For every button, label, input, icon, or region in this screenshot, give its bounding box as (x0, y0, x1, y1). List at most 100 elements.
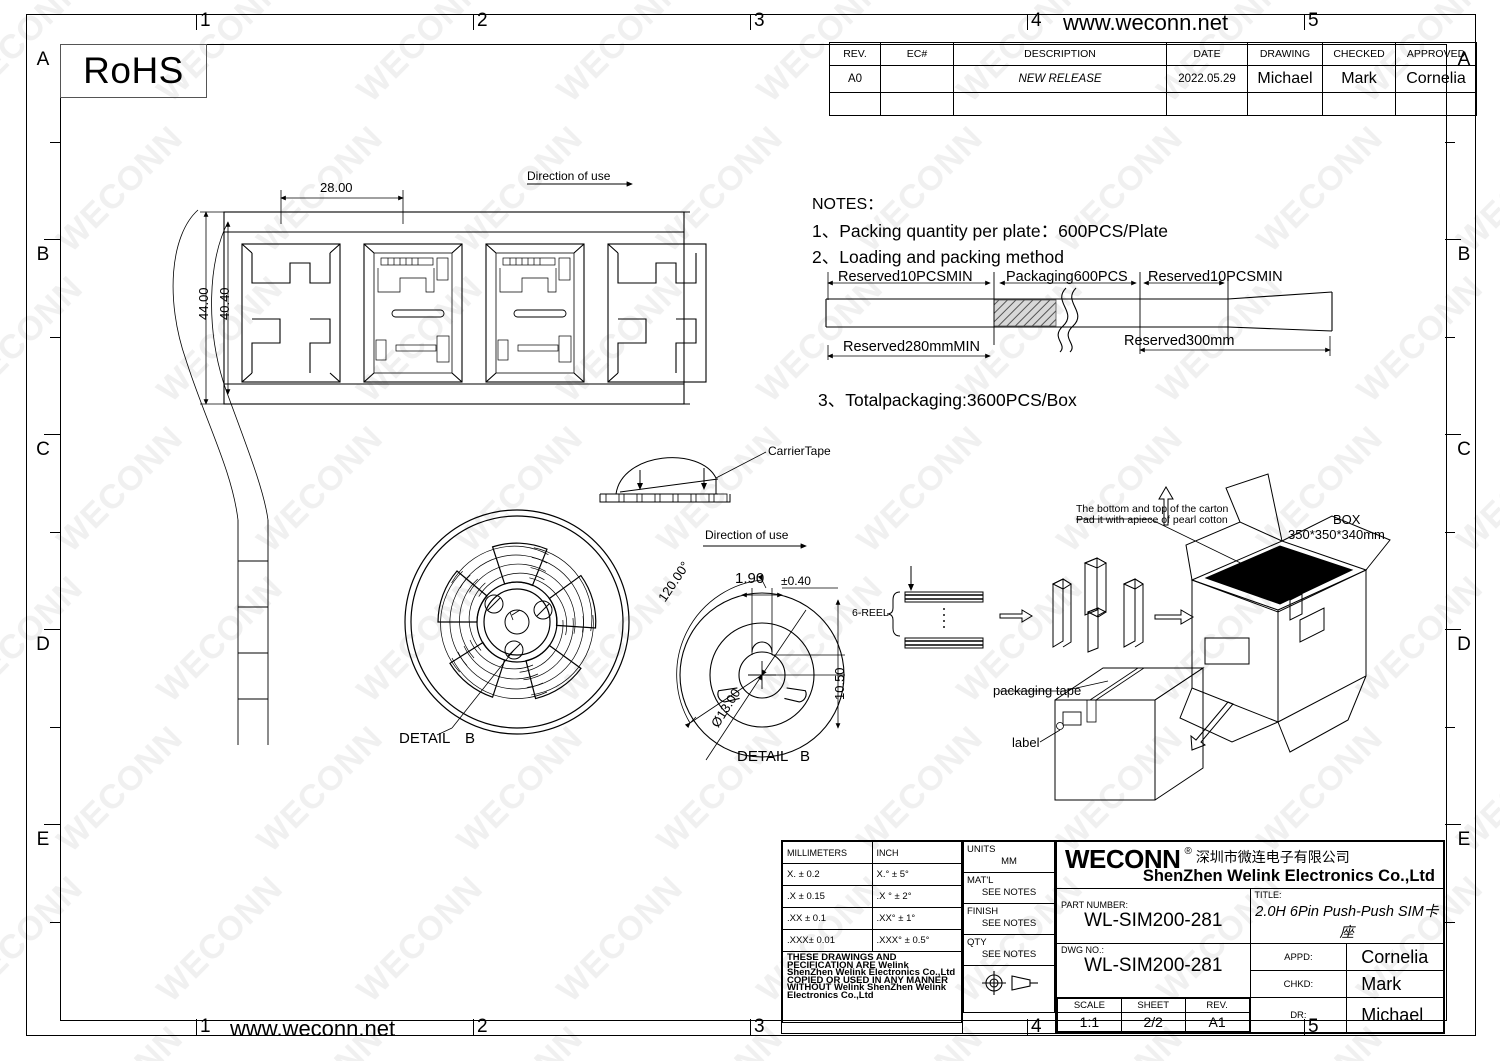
finish-value: SEE NOTES (981, 918, 1037, 929)
title-cell: TITLE: 2.0H 6Pin Push-Push SIM卡座 (1249, 888, 1444, 944)
units-value: MM (1001, 856, 1017, 867)
zone-number-tick (473, 1019, 474, 1035)
scale-label: SCALE (1057, 998, 1122, 1013)
company-header: WECONN ® 深圳市微连电子有限公司 ShenZhen Welink Ele… (1056, 841, 1444, 889)
note-item-2: 2、Loading and packing method (812, 247, 1064, 267)
detail-b-title: DETAIL (737, 748, 789, 765)
zone-mid-tick (50, 141, 60, 143)
scale-sheet-rev-cell: SCALE SHEET REV. 1:1 2/2 A1 (1056, 997, 1251, 1033)
tolerance-header-inch: INCH (871, 841, 962, 864)
packaging-tape-label: packaging tape (993, 683, 1082, 698)
zone-mid-tick (1445, 336, 1455, 338)
zone-number-1-top: 1 (200, 10, 211, 31)
tolerance-header-mm: MILLIMETERS (782, 841, 873, 864)
rev-header-desc: DESCRIPTION (953, 42, 1167, 66)
rev-header-checked: CHECKED (1322, 42, 1396, 66)
carrier-tape-label: CarrierTape (768, 444, 831, 458)
rev-header-approved: APPROVED (1395, 42, 1477, 66)
note-item-1: 1、Packing quantity per plate：600PCS/Plat… (812, 221, 1169, 241)
tolerance-inch-1: X.° ± 5° (871, 863, 962, 886)
zone-divider-tick (1445, 629, 1461, 630)
carton-label-label: label (1012, 735, 1040, 750)
rev-cell-rev: A0 (829, 65, 881, 93)
zone-mid-tick (1445, 531, 1455, 533)
part-number-cell: PART NUMBER: WL-SIM200-281 (1056, 888, 1251, 944)
zone-mid-tick (1445, 921, 1455, 923)
pad-note-line-2: Pad it with apiece of pearl cotton (1076, 514, 1228, 526)
registered-mark-icon: ® (1184, 846, 1192, 857)
revision-table: REV. EC# DESCRIPTION DATE DRAWING CHECKE… (829, 42, 1477, 116)
zone-divider-tick (44, 629, 60, 630)
note-item-3: 3、Totalpackaging:3600PCS/Box (818, 390, 1077, 410)
zone-divider-tick (1445, 824, 1461, 825)
revision-row: A0 NEW RELEASE 2022.05.29 Michael Mark C… (829, 65, 1477, 93)
rev-cell-ec (880, 65, 954, 93)
rev-label: REV. (1184, 998, 1250, 1013)
tolerance-inch-3: .XX° ± 1° (871, 907, 962, 930)
tape-label-left-top: Reserved10PCSMIN (838, 269, 973, 285)
tray-direction-of-use-label: Direction of use (527, 169, 611, 183)
zone-letter-c-right: C (1457, 439, 1471, 460)
zone-divider-tick (44, 434, 60, 435)
tape-label-right-top: Reserved10PCSMIN (1148, 269, 1283, 285)
tolerance-mm-3: .XX ± 0.1 (782, 907, 873, 930)
appd-value: Cornelia (1346, 943, 1444, 971)
zone-number-1-bottom: 1 (200, 1016, 211, 1037)
rev-empty-4 (1166, 92, 1248, 116)
tolerance-inch-4: .XXX° ± 0.5° (871, 929, 962, 952)
revision-header-row: REV. EC# DESCRIPTION DATE DRAWING CHECKE… (829, 42, 1477, 66)
tolerance-mm-2: .X ± 0.15 (782, 885, 873, 908)
zone-letter-a-left: A (36, 49, 50, 70)
rev-header-date: DATE (1166, 42, 1248, 66)
zone-number-tick (750, 1019, 751, 1035)
rev-empty-2 (880, 92, 954, 116)
reel-detail-letter: B (465, 730, 476, 747)
dwg-no-value: WL-SIM200-281 (1084, 955, 1223, 976)
tolerance-mm-1: X. ± 0.2 (782, 863, 873, 886)
rev-cell-desc: NEW RELEASE (953, 65, 1167, 93)
chkd-value: Mark (1346, 970, 1444, 998)
company-name-cn: 深圳市微连电子有限公司 (1195, 850, 1350, 866)
dr-value: Michael (1346, 997, 1444, 1033)
rev-cell-date: 2022.05.29 (1166, 65, 1248, 93)
zone-number-tick (196, 1019, 197, 1035)
revision-empty-row (829, 92, 1477, 116)
sheet-value: 2/2 (1120, 1012, 1186, 1032)
qty-label: QTY (967, 937, 987, 948)
zone-number-tick (1027, 14, 1028, 30)
tolerance-section: MILLIMETERS INCH X. ± 0.2 X.° ± 5° .X ± … (781, 840, 963, 1034)
tray-pitch-dimension: 28.00 (320, 180, 353, 195)
rev-empty-6 (1322, 92, 1396, 116)
zone-mid-tick (50, 921, 60, 923)
zone-number-2-bottom: 2 (477, 1016, 488, 1037)
title-value: 2.0H 6Pin Push-Push SIM卡座 (1255, 904, 1439, 941)
rev-header-ec: EC# (880, 42, 954, 66)
reel-stack-label: 6-REEL (852, 607, 889, 619)
box-size: 350*350*340mm (1288, 527, 1385, 542)
zone-mid-tick (50, 336, 60, 338)
matl-value: SEE NOTES (981, 887, 1037, 898)
zone-number-tick (1304, 14, 1305, 30)
zone-mid-tick (1445, 726, 1455, 728)
zone-divider-tick (1445, 239, 1461, 240)
tray-outer-width-dimension: 44.00 (196, 287, 211, 320)
tape-label-middle-top: Packaging600PCS (1006, 269, 1128, 285)
zone-number-3-bottom: 3 (754, 1016, 765, 1037)
tape-label-left-bottom: Reserved280mmMIN (843, 339, 980, 355)
rohs-label: RoHS (83, 50, 184, 91)
title-block: MILLIMETERS INCH X. ± 0.2 X.° ± 5° .X ± … (781, 840, 1445, 1034)
zone-letter-e-right: E (1457, 829, 1471, 850)
zone-letter-d-right: D (1457, 634, 1471, 655)
url-top: www.weconn.net (1063, 10, 1229, 35)
detail-b-hub-height: 10.50 (832, 667, 847, 700)
dwg-no-cell: DWG NO.: WL-SIM200-281 (1056, 943, 1251, 998)
scale-value: 1:1 (1057, 1012, 1122, 1032)
finish-label: FINISH (967, 906, 999, 917)
reel-direction-of-use-label: Direction of use (705, 528, 789, 542)
qty-value: SEE NOTES (981, 949, 1037, 960)
part-number-value: WL-SIM200-281 (1084, 910, 1223, 931)
rev-empty-3 (953, 92, 1167, 116)
title-label: TITLE: (1254, 890, 1282, 900)
zone-number-2-top: 2 (477, 10, 488, 31)
rev-cell-drawing: Michael (1247, 65, 1323, 93)
